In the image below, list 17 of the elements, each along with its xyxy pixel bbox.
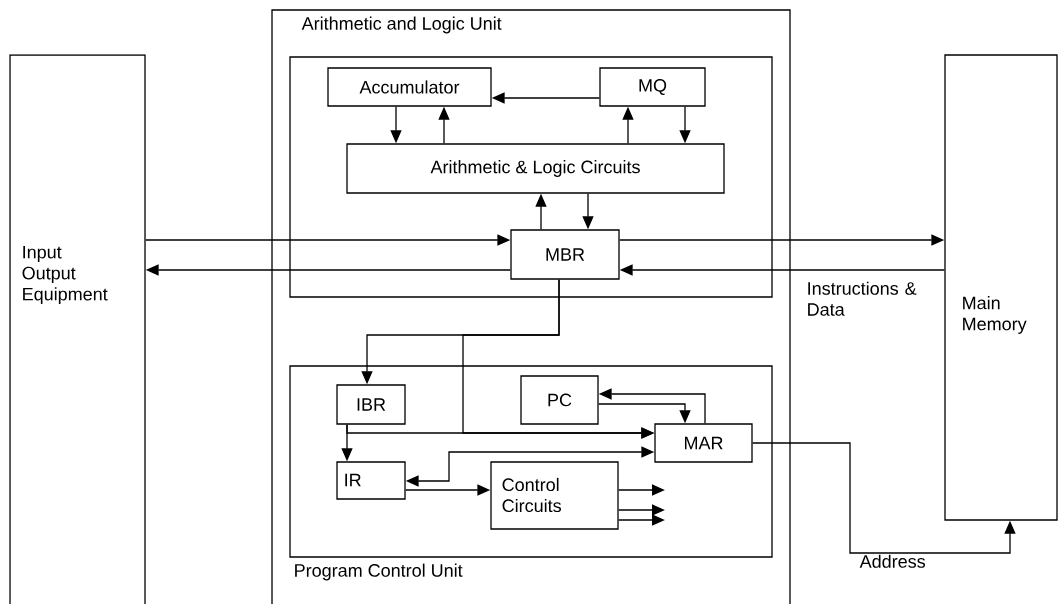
circuit-box: Arithmetic & Logic Circuits — [346, 143, 725, 194]
unit-box — [271, 9, 791, 604]
register-box: MAR — [654, 423, 753, 463]
register-box: IR — [336, 461, 406, 500]
register-box: Accumulator — [327, 67, 492, 107]
device-box: Input Output Equipment — [9, 54, 146, 604]
register-box: IBR — [336, 384, 406, 425]
register-box: PC — [520, 375, 599, 425]
memory-box: Main Memory — [944, 54, 1058, 521]
circuit-box: Control Circuits — [490, 461, 619, 530]
edge-label: Instructions & Data — [808, 281, 917, 316]
register-box: MQ — [599, 67, 706, 107]
node-label: Program Control Unit — [295, 563, 463, 581]
node-label: Arithmetic and Logic Unit — [301, 16, 502, 34]
register-box: MBR — [510, 229, 620, 280]
arrow — [752, 442, 1016, 554]
edge-label: Address — [859, 554, 926, 568]
